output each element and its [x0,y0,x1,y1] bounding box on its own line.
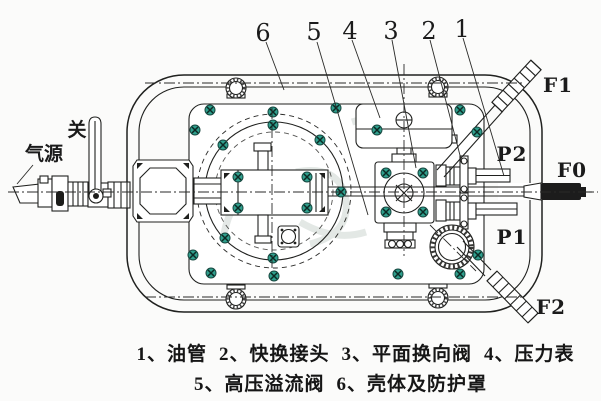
port-labels: F1 P2 F0 P1 F2 [497,73,587,319]
label-f1: F1 [543,73,573,97]
callout-2: 2 [421,17,436,45]
callout-6: 6 [255,19,270,47]
handle-f0 [498,182,592,201]
callout-4: 4 [342,17,357,45]
label-f0: F0 [557,158,587,182]
air-source-label: 气源 [24,142,63,165]
label-f2: F2 [536,295,566,319]
callout-3: 3 [383,17,398,45]
callout-5: 5 [306,18,321,46]
centerlines [8,64,598,298]
piston-rod [328,186,524,197]
legend-item: 3、平面换向阀 [341,344,473,365]
callout-numbers: 6 5 4 3 2 1 [255,15,469,47]
label-p1: P1 [497,225,528,249]
air-inlet-assembly [12,116,194,223]
leader-lines [16,37,505,216]
legend-line-1: 1、油管 2、快换接头 3、平面换向阀 4、压力表 [55,339,601,366]
legend-item: 1、油管 [136,344,207,365]
screws [187,102,484,282]
callout-1: 1 [454,15,469,43]
directional-valve [374,161,435,249]
shutoff-label: 关 [67,118,86,141]
legend-line-2: 5、高压溢流阀 6、壳体及防护罩 [40,369,601,396]
legend-item: 2、快换接头 [218,344,330,365]
hose-f1 [436,59,542,178]
legend-item: 5、高压溢流阀 [193,374,325,395]
label-p2: P2 [497,142,528,166]
legend-item: 6、壳体及防护罩 [336,374,488,395]
legend-item: 4、压力表 [484,344,575,365]
